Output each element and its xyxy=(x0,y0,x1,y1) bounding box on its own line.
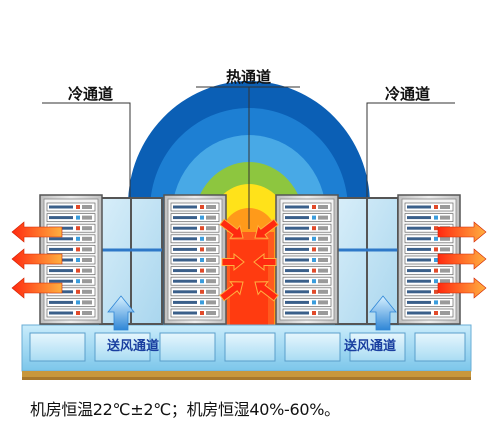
red-orange-arrow-icon xyxy=(254,218,279,239)
server-unit xyxy=(282,308,332,318)
server-unit xyxy=(170,234,220,244)
server-unit xyxy=(282,202,332,212)
server-unit xyxy=(46,308,96,318)
red-orange-arrow-icon xyxy=(219,281,244,302)
cold-aisle-left-label: 冷通道 xyxy=(68,85,113,103)
server-unit xyxy=(170,213,220,222)
red-orange-arrow-icon xyxy=(11,277,63,299)
server-unit xyxy=(404,266,454,275)
floor-panel xyxy=(414,332,466,362)
red-orange-arrow-icon xyxy=(437,221,487,243)
server-unit xyxy=(282,213,332,222)
server-unit xyxy=(282,255,332,265)
red-orange-arrow-icon xyxy=(437,277,487,299)
server-unit xyxy=(170,308,220,318)
floor-panel xyxy=(29,332,86,362)
cold-aisle-left-door xyxy=(99,197,163,325)
red-orange-arrow-icon xyxy=(437,248,487,270)
server-unit xyxy=(46,266,96,275)
server-unit xyxy=(170,202,220,212)
red-orange-arrow-icon xyxy=(221,252,245,272)
server-rack xyxy=(163,194,227,325)
hot-air-arrows xyxy=(11,218,487,302)
server-unit xyxy=(170,298,220,307)
server-unit xyxy=(170,223,220,233)
server-unit xyxy=(282,276,332,286)
red-orange-arrow-icon xyxy=(253,252,277,272)
server-unit xyxy=(404,234,454,244)
server-unit xyxy=(46,276,96,286)
server-unit xyxy=(404,213,454,222)
server-racks xyxy=(39,194,461,325)
server-unit xyxy=(404,276,454,286)
server-unit xyxy=(404,298,454,307)
red-orange-arrow-icon xyxy=(11,221,63,243)
server-unit xyxy=(282,287,332,297)
caption: 机房恒温22℃±2℃；机房恒湿40%-60%。 xyxy=(30,400,340,419)
server-unit xyxy=(282,245,332,254)
red-orange-arrow-icon xyxy=(219,218,244,239)
server-unit xyxy=(46,202,96,212)
server-unit xyxy=(46,245,96,254)
floor-panel xyxy=(349,332,406,362)
server-unit xyxy=(404,245,454,254)
server-unit xyxy=(170,255,220,265)
floor-panel xyxy=(284,332,341,362)
floor-panel xyxy=(224,332,276,362)
server-unit xyxy=(282,234,332,244)
server-unit xyxy=(170,245,220,254)
server-unit xyxy=(282,223,332,233)
blue-up-arrow-icon xyxy=(369,295,397,331)
server-unit xyxy=(46,234,96,244)
server-rack xyxy=(275,194,339,325)
supply-air-right-label: 送风通道 xyxy=(343,338,396,354)
floor-panel xyxy=(94,332,151,362)
raised-floor xyxy=(21,324,472,380)
hot-aisle-label: 热通道 xyxy=(226,68,271,86)
server-unit xyxy=(404,202,454,212)
blue-up-arrow-icon xyxy=(107,295,135,331)
server-unit xyxy=(170,266,220,275)
server-unit xyxy=(46,213,96,222)
red-orange-arrow-icon xyxy=(254,281,279,302)
server-unit xyxy=(170,276,220,286)
supply-air-left-label: 送风通道 xyxy=(106,338,159,354)
cold-supply-arrows xyxy=(107,295,397,331)
server-unit xyxy=(404,308,454,318)
server-unit xyxy=(46,298,96,307)
server-unit xyxy=(170,287,220,297)
server-unit xyxy=(282,298,332,307)
server-unit xyxy=(282,266,332,275)
red-orange-arrow-icon xyxy=(11,248,63,270)
floor-panel xyxy=(159,332,216,362)
cold-aisle-right-label: 冷通道 xyxy=(385,85,430,103)
